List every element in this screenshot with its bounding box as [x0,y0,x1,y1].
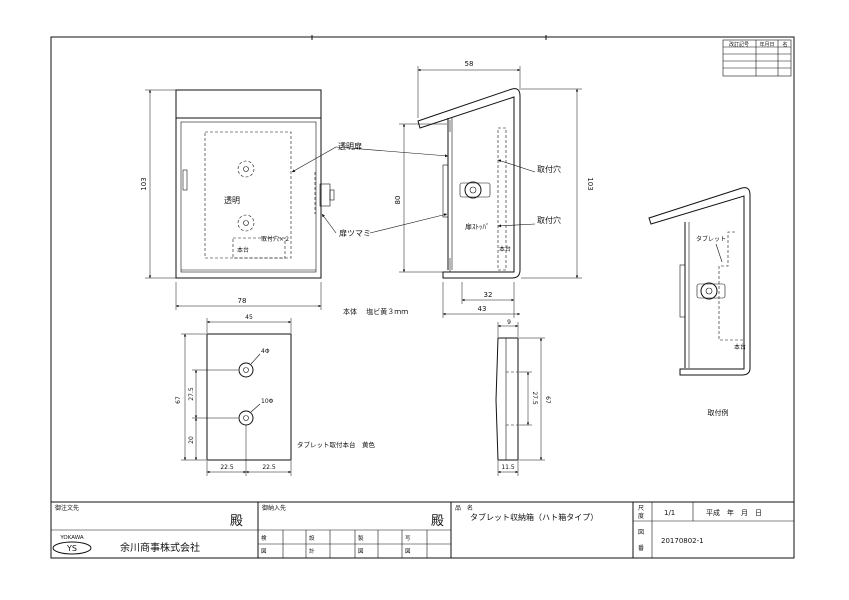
logo-mark-text: YS [66,544,77,553]
scale-label-1: 尺 [638,505,644,512]
side-inner-dim: 80 [394,196,402,205]
date-label: 平成 年 月 日 [706,508,762,517]
front-width-dim: 78 [238,297,247,305]
stamp-2: 図 [261,548,267,555]
material-note: 本体 塩ビ黄３ｍｍ [343,307,408,316]
plate-side-bottom-dim: 11.5 [501,464,515,471]
scale-label-2: 度 [638,512,644,520]
door-knob-callout: 扉ツマミ [339,228,371,238]
side-height-dim: 103 [586,177,594,190]
example-base-label: 本台 [734,343,746,351]
orderer-suffix: 殿 [230,514,243,529]
callouts: 透明扉 扉ツマミ 取付穴 取付穴 [291,141,561,238]
hole-top-label: 4Φ [261,348,270,355]
drawing-label-1: 図 [638,529,644,536]
delivery-label: 御納入先 [262,504,286,512]
plate-side-view: 9 27.5 67 11.5 [495,319,551,476]
transparent-label: 透明 [224,196,240,205]
plate-caption: タブレット取付本台 黄色 [297,440,376,449]
mount-hole-callout-1: 取付穴 [537,164,561,174]
front-height-dim: 103 [140,177,148,190]
plate-225-left-dim: 22.5 [220,464,234,471]
revision-header-name: 名 [782,41,787,48]
door-stopper-box [459,182,491,198]
product-name: タブレット収納箱（ハト箱タイプ） [470,512,598,522]
transparent-window [204,131,292,259]
logo-mark [52,541,92,555]
example-caption: 取付例 [708,408,729,417]
stamp-8: 図 [405,548,411,555]
sheet-border [50,36,795,559]
plate-side-top-dim: 9 [507,319,511,326]
company-name: 余川商事株式会社 [120,541,200,554]
door-stopper-label: 扉ｽﾄｯﾊﾟ [465,222,490,231]
revision-table: 改訂記号 年月日 名 [722,39,792,77]
drawing-number: 20170802-1 [661,537,704,545]
mount-holes-label: 取付穴×２ [261,235,290,243]
title-block: 御注文先 殿 御納入先 殿 品 名 タブレット収納箱（ハト箱タイプ） 尺 度 1… [51,501,794,558]
revision-header-mark: 改訂記号 [729,41,749,48]
stamp-1: 検 [261,534,267,542]
plate-height-dim: 67 [175,396,182,404]
example-stopper [700,282,718,300]
example-tablet-label: タブレット [696,235,726,243]
plate-side-275-dim: 27.5 [531,391,538,405]
base-outline [232,237,286,259]
stamp-6: 図 [358,548,364,555]
scale-value: 1/1 [664,509,675,517]
orderer-label: 御注文先 [55,504,79,512]
side-43-dim: 43 [478,305,487,313]
mount-hole-top [237,160,255,178]
name-label: 品 名 [455,504,473,512]
side-view: 扉ｽﾄｯﾊﾟ 本台 58 103 80 32 43 [394,60,594,318]
stamp-7: 写 [405,535,411,542]
plate-view: 4Φ 10Φ 45 67 27.5 20 22.5 22.5 [175,314,292,476]
hole-10phi [238,410,254,426]
mount-hole-bottom [237,214,255,232]
drawing-label-2: 番 [638,545,644,552]
revision-header-date: 年月日 [759,41,774,48]
front-view: 透明 取付穴×２ 本台 103 78 [140,89,335,310]
plate-width-dim: 45 [245,314,253,321]
hole-bottom-label: 10Φ [261,398,274,405]
hole-4phi [238,362,254,378]
side-32-dim: 32 [484,291,493,299]
plate-225-right-dim: 22.5 [262,464,276,471]
delivery-suffix: 殿 [431,514,444,529]
front-base-label: 本台 [237,246,249,254]
mount-hole-callout-2: 取付穴 [537,215,561,225]
stamp-5: 製 [358,534,364,542]
side-top-dim: 58 [465,60,474,68]
stamp-3: 設 [309,534,315,542]
transparent-door-callout: 透明扉 [338,141,362,151]
side-base-label: 本台 [499,245,511,253]
door-stopper [464,181,482,199]
stamp-4: 計 [309,547,315,555]
logo-text: YOKAWA [59,535,83,541]
example-view: タブレット 本台 [648,187,751,376]
plate-20-dim: 20 [188,436,195,444]
plate-side-67-dim: 67 [544,396,551,404]
plate-275-dim: 27.5 [188,387,195,401]
